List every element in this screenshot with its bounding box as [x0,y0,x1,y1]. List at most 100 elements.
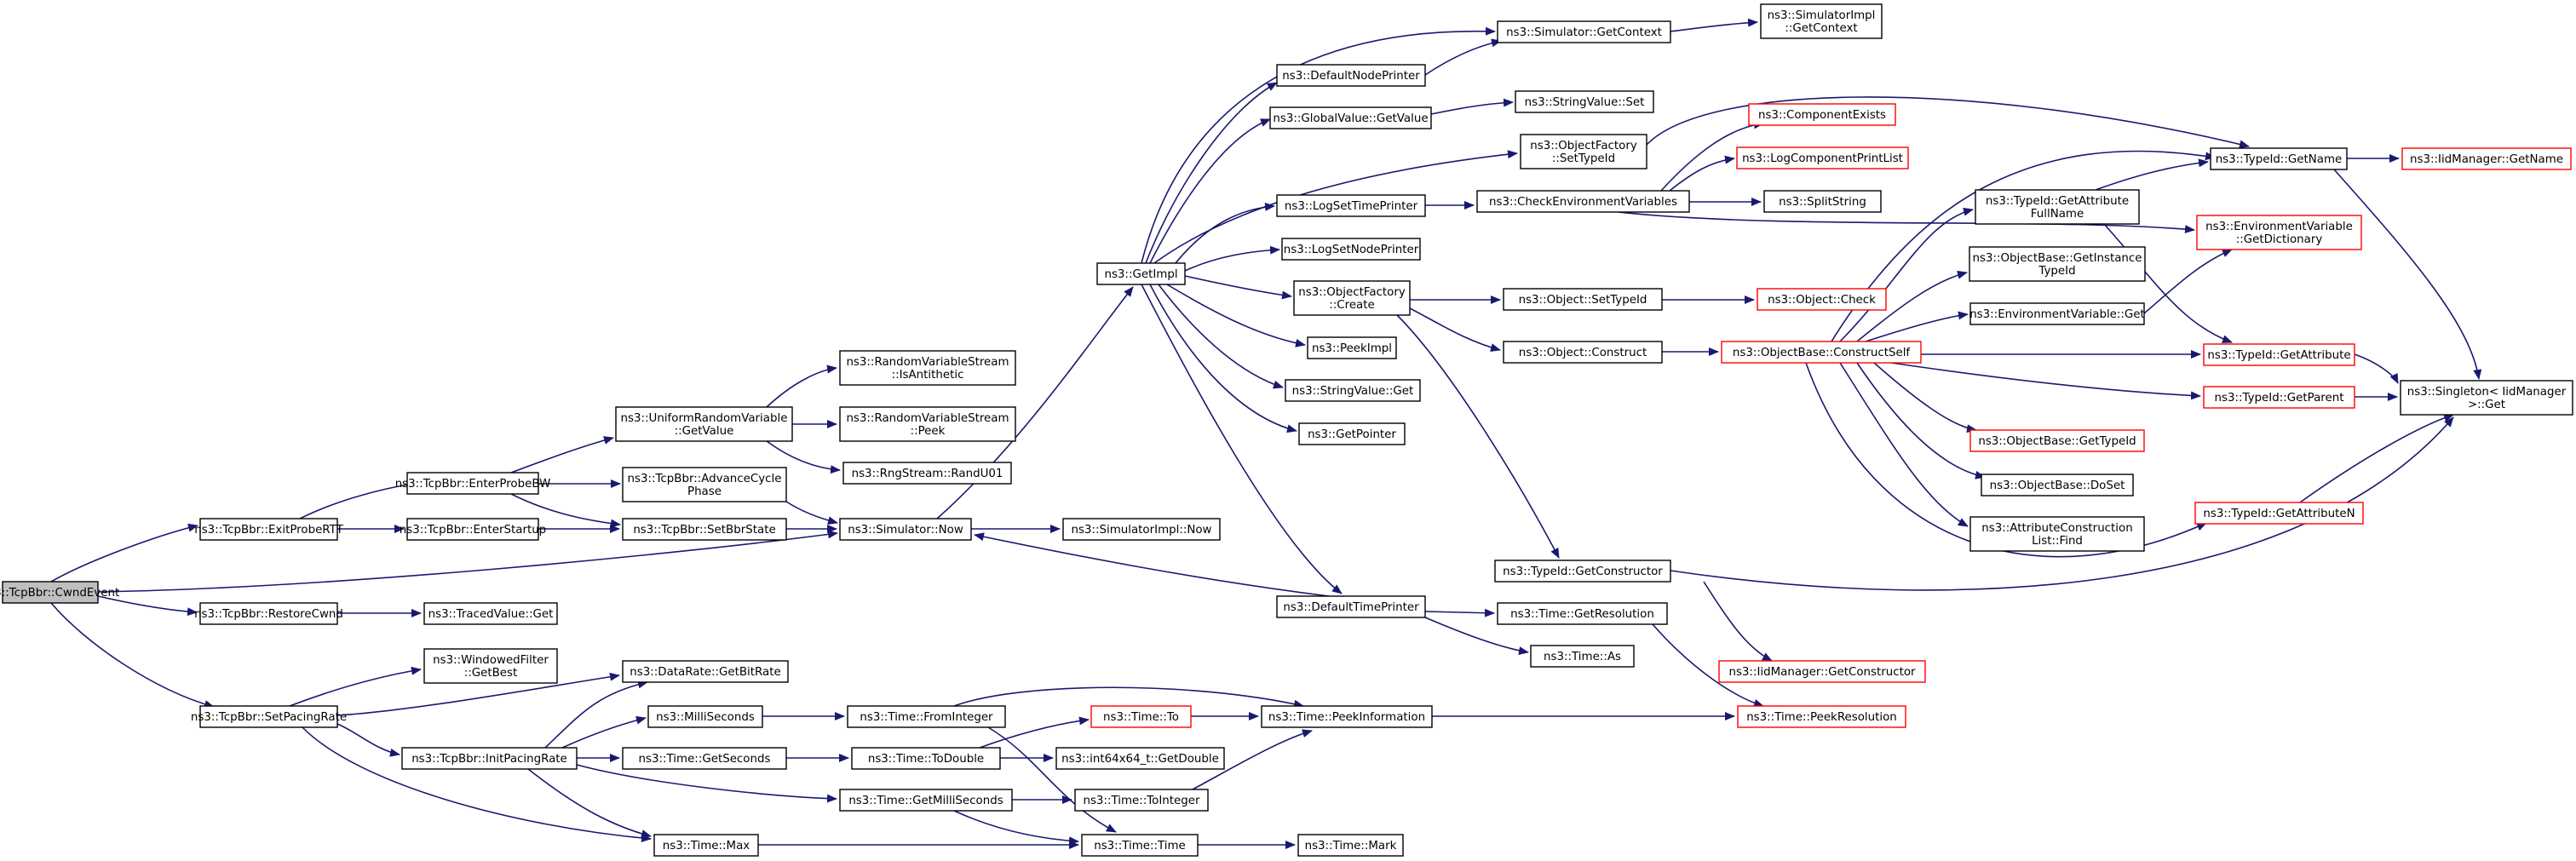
node-ofcreate[interactable]: ns3::ObjectFactory::Create [1293,280,1411,316]
node-timemark[interactable]: ns3::Time::Mark [1297,834,1404,857]
node-objsettypeid[interactable]: ns3::Object::SetTypeId [1503,288,1663,311]
node-label: ns3::AttributeConstruction [1981,522,2132,535]
node-stringvalueset[interactable]: ns3::StringValue::Set [1515,90,1654,113]
node-label: ::GetBest [464,667,518,680]
edge-constructself-to-obgettypeid [1873,362,1977,433]
node-getimpl[interactable]: ns3::GetImpl [1096,262,1186,285]
edge-getimpl-to-peekimpl [1166,284,1306,347]
node-fromint[interactable]: ns3::Time::FromInteger [847,705,1006,728]
node-logsettime[interactable]: ns3::LogSetTimePrinter [1276,194,1426,217]
node-rvspeek[interactable]: ns3::RandomVariableStream::Peek [839,406,1016,442]
node-simnow[interactable]: ns3::Simulator::Now [839,518,972,541]
node-label: ::GetValue [675,425,734,438]
call-edge [1149,284,1297,433]
node-initpacingrate[interactable]: ns3::TcpBbr::InitPacingRate [401,747,578,770]
edge-getimpl-to-logsetnode [1184,245,1280,272]
node-defnodeprinter[interactable]: ns3::DefaultNodePrinter [1276,64,1426,87]
node-objconstruct[interactable]: ns3::Object::Construct [1503,341,1663,364]
node-randu01[interactable]: ns3::RngStream::RandU01 [842,462,1012,485]
node-simimplnow[interactable]: ns3::SimulatorImpl::Now [1062,518,1221,541]
call-edge [1424,608,1495,617]
node-timeto[interactable]: ns3::Time::To [1090,705,1192,728]
node-label: ns3::EnvironmentVariable [2205,221,2353,233]
call-edge [1839,207,1974,342]
node-getseconds[interactable]: ns3::Time::GetSeconds [622,747,787,770]
node-enterprobebw[interactable]: ns3::TcpBbr::EnterProbeBW [395,472,551,495]
node-getconstructor[interactable]: ns3::TypeId::GetConstructor [1494,560,1671,583]
node-root[interactable]: ns3::TcpBbr::CwndEvent [0,581,119,604]
node-label: ns3::TcpBbr::SetPacingRate [191,711,347,724]
call-edge [936,286,1134,519]
node-logcompprint[interactable]: ns3::LogComponentPrintList [1736,146,1909,169]
node-simimplctx[interactable]: ns3::SimulatorImpl::GetContext [1760,3,1883,39]
edge-getimpl-to-getpointer [1149,284,1297,433]
node-tracedvalueget[interactable]: ns3::TracedValue::Get [423,602,558,625]
edge-toint-to-peekinfo [1192,729,1313,790]
node-envgetdict[interactable]: ns3::EnvironmentVariable::GetDictionary [2196,215,2362,250]
node-typeidgetattr[interactable]: ns3::TypeId::GetAttribute [2203,343,2355,366]
node-typeidgetname[interactable]: ns3::TypeId::GetName [2210,147,2348,170]
node-iidgetname[interactable]: ns3::IidManager::GetName [2401,147,2572,170]
node-getmilli[interactable]: ns3::Time::GetMilliSeconds [839,789,1013,812]
call-edge [1660,120,1764,192]
node-datarate[interactable]: ns3::DataRate::GetBitRate [622,660,789,683]
node-timemax[interactable]: ns3::Time::Max [653,834,759,857]
node-setbbrstate[interactable]: ns3::TcpBbr::SetBbrState [622,518,787,541]
edge-setpacingrate-to-windowedfilter [289,666,422,707]
node-stringvalueget[interactable]: ns3::StringValue::Get [1285,379,1421,402]
node-milliseconds[interactable]: ns3::MilliSeconds [647,705,763,728]
node-deftimeprinter[interactable]: ns3::DefaultTimePrinter [1276,595,1426,618]
node-simgetcontext[interactable]: ns3::Simulator::GetContext [1497,20,1671,43]
node-timetime[interactable]: ns3::Time::Time [1081,834,1199,857]
node-enterstartup[interactable]: ns3::TcpBbr::EnterStartup [400,518,546,541]
node-peekres[interactable]: ns3::Time::PeekResolution [1737,705,1906,728]
node-box [1276,64,1426,87]
node-logsetnode[interactable]: ns3::LogSetNodePrinter [1281,238,1421,261]
node-getpointer[interactable]: ns3::GetPointer [1298,422,1406,445]
node-windowedfilter[interactable]: ns3::WindowedFilter::GetBest [423,648,558,684]
node-setpacingrate[interactable]: ns3::TcpBbr::SetPacingRate [191,705,347,728]
node-ofsettypeid[interactable]: ns3::ObjectFactory::SetTypeId [1520,134,1647,169]
edge-gvgetvalue-to-stringvalueset [1430,98,1514,115]
call-edge [299,479,418,519]
node-todouble[interactable]: ns3::Time::ToDouble [851,747,1001,770]
node-label: ::IsAntithetic [892,369,964,382]
node-peekinfo[interactable]: ns3::Time::PeekInformation [1261,705,1433,728]
node-box [199,518,338,541]
node-isantithetic[interactable]: ns3::RandomVariableStream::IsAntithetic [839,350,1016,386]
node-splitstring[interactable]: ns3::SplitString [1763,190,1882,213]
node-timeas[interactable]: ns3::Time::As [1530,645,1635,668]
node-obdoset[interactable]: ns3::ObjectBase::DoSet [1981,474,2134,497]
node-box [622,747,787,770]
node-label: ns3::ComponentExists [1758,109,1886,122]
node-constructself[interactable]: ns3::ObjectBase::ConstructSelf [1721,341,1922,364]
node-label: ns3::DefaultTimePrinter [1283,601,1419,614]
node-getresolution[interactable]: ns3::Time::GetResolution [1497,602,1668,625]
node-envget[interactable]: ns3::EnvironmentVariable::Get [1969,302,2145,325]
node-objcheck[interactable]: ns3::Object::Check [1757,288,1887,311]
node-typeidgetattrn[interactable]: ns3::TypeId::GetAttributeN [2194,502,2364,525]
node-iidgetcons[interactable]: ns3::IidManager::GetConstructor [1718,660,1926,683]
node-peekimpl[interactable]: ns3::PeekImpl [1307,336,1397,359]
node-checkenv[interactable]: ns3::CheckEnvironmentVariables [1476,190,1690,213]
node-typeidgetparent[interactable]: ns3::TypeId::GetParent [2203,386,2355,409]
node-exitprobertt[interactable]: ns3::TcpBbr::ExitProbeRTT [194,518,344,541]
node-uniformrv[interactable]: ns3::UniformRandomVariable::GetValue [615,406,793,442]
node-label: ::GetDictionary [2236,233,2323,246]
node-int64get[interactable]: ns3::int64x64_t::GetDouble [1055,747,1225,770]
node-gvgetvalue[interactable]: ns3::GlobalValue::GetValue [1269,106,1432,129]
node-box [1497,602,1668,625]
call-edge [97,530,838,593]
node-compexists[interactable]: ns3::ComponentExists [1748,103,1896,126]
node-restorecwnd[interactable]: ns3::TcpBbr::RestoreCwnd [194,602,343,625]
node-toint[interactable]: ns3::Time::ToInteger [1074,789,1209,812]
node-box [1276,595,1426,618]
edge-getconstructor-to-iidgetcons [1703,581,1773,662]
node-obgettypeid[interactable]: ns3::ObjectBase::GetTypeId [1969,429,2145,452]
node-singleton[interactable]: ns3::Singleton< IidManager>::Get [2400,380,2573,416]
